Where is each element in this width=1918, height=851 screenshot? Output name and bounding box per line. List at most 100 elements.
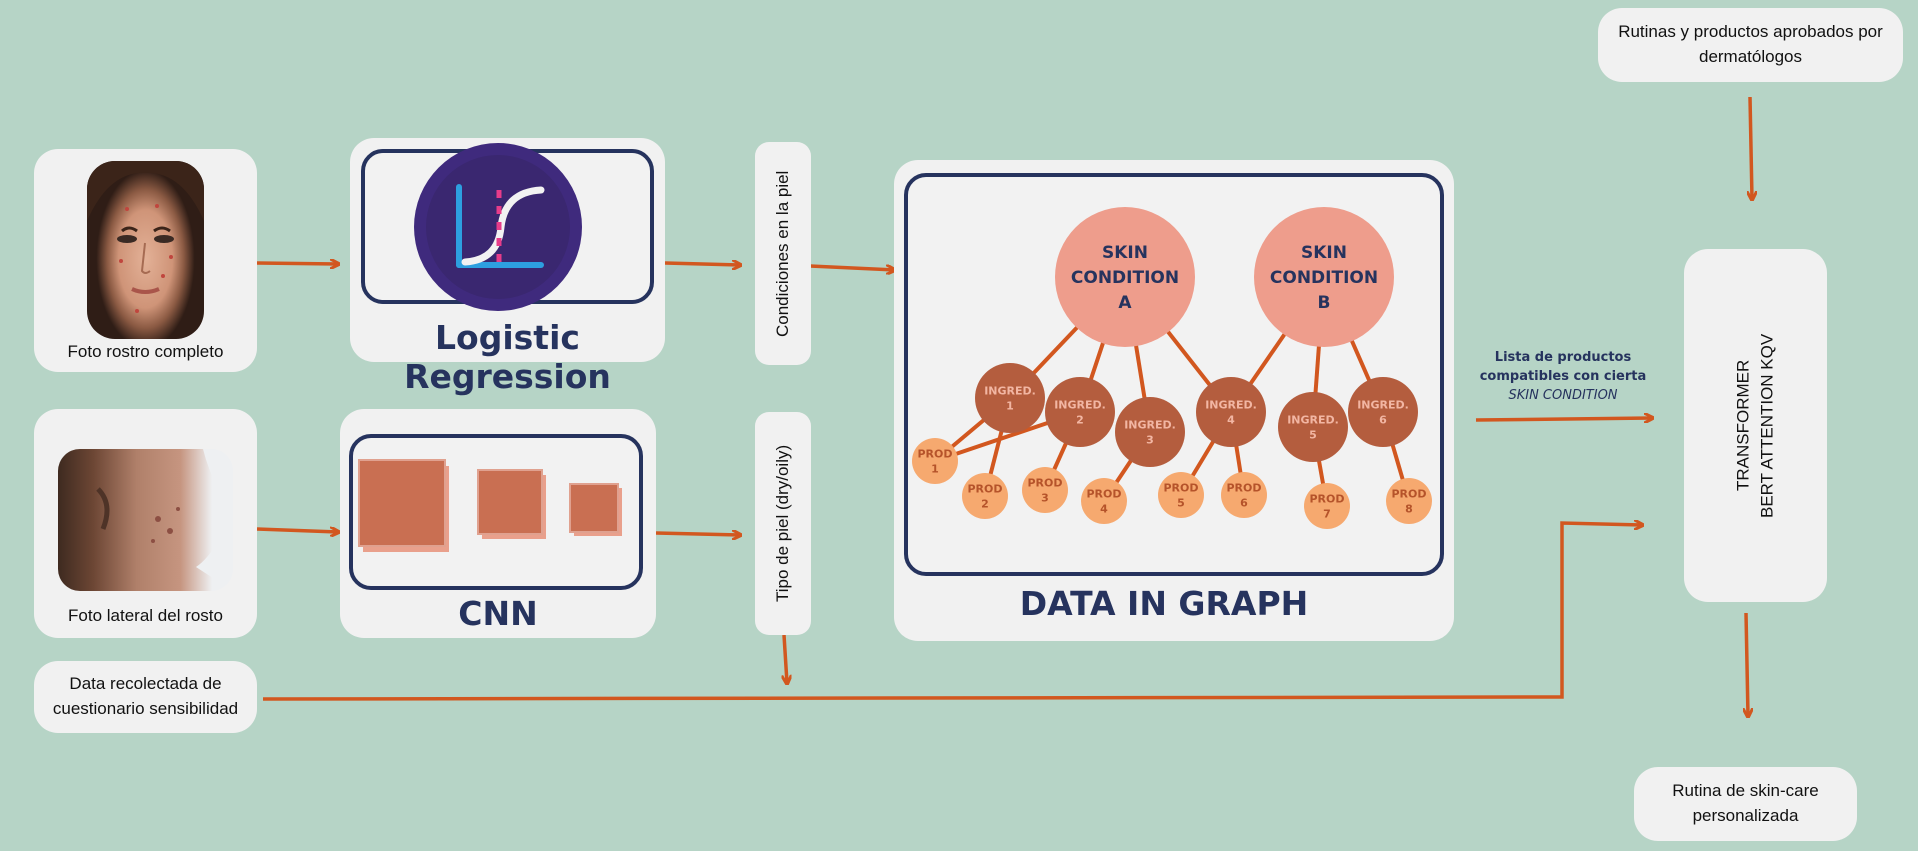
product-node: PROD 8 [1386, 478, 1432, 524]
ingredient-node-text: INGRED. [1205, 398, 1257, 411]
ingredient-node: INGRED. 1 [975, 363, 1045, 433]
product-node-text: 7 [1323, 507, 1331, 520]
transformer-line2: BERT ATTENTION KQV [1757, 333, 1777, 518]
ingredient-node-circle [1115, 397, 1185, 467]
ingredient-node-circle [1196, 377, 1266, 447]
ingredient-node-circle [1045, 377, 1115, 447]
compatible-list-line1: Lista de productos [1494, 350, 1632, 365]
skin-condition-node: SKIN CONDITION B [1254, 207, 1394, 347]
ingredient-node-text: 4 [1227, 413, 1235, 426]
product-node-text: PROD [1391, 487, 1426, 500]
arrow-transformer-to-result [1746, 612, 1748, 716]
questionnaire-card: Data recolectada de cuestionario sensibi… [34, 661, 257, 733]
skin-condition-node-text: B [1318, 293, 1331, 313]
product-node-text: 8 [1405, 502, 1413, 515]
product-node-text: PROD [1027, 476, 1062, 489]
transformer-label: TRANSFORMER BERT ATTENTION KQV [1684, 249, 1827, 602]
ingredient-node: INGRED.5 [1278, 392, 1348, 462]
ingredient-node-circle [1278, 392, 1348, 462]
side-photo-label: Foto lateral del rosto [68, 606, 223, 625]
logistic-curve-icon [414, 143, 582, 311]
ingredient-node: INGRED. 6 [1348, 377, 1418, 447]
approved-routines-label: Rutinas y productos aprobados por dermat… [1618, 22, 1883, 66]
front-face-features [87, 161, 204, 313]
arrow-questionnaire-to-transformer [262, 523, 1642, 701]
ingredient-node: INGRED. 2 [1045, 377, 1115, 447]
product-node-text: 4 [1100, 502, 1108, 515]
logistic-regression-title: Logistic Regression [404, 318, 611, 396]
ingredient-node: INGRED. 3 [1115, 397, 1185, 467]
arrow-front-photo-to-logreg [256, 263, 338, 264]
ingredient-node-text: INGRED. [1124, 418, 1176, 431]
product-node-text: 1 [931, 462, 939, 475]
product-node-circle [1304, 483, 1350, 529]
arrow-skin-type-down [784, 634, 787, 683]
product-node-circle [1386, 478, 1432, 524]
ingredient-node-text: INGRED. [1054, 398, 1106, 411]
arrow-side-photo-to-cnn [256, 529, 338, 532]
side-face-photo [58, 449, 233, 591]
skin-condition-node-text: SKIN [1301, 243, 1347, 263]
arrow-conditions-to-graph [809, 264, 894, 270]
ingredient-node: INGRED. 4 [1196, 377, 1266, 447]
questionnaire-label: Data recolectada de cuestionario sensibi… [52, 674, 239, 718]
skin-conditions-card: Condiciones en la piel [755, 142, 811, 365]
skin-condition-node-circle [1055, 207, 1195, 347]
cnn-layers-icon [358, 459, 622, 552]
front-photo-card: Foto rostro completo [34, 149, 257, 372]
product-node: PROD 5 [1158, 472, 1204, 518]
logistic-regression-card: Logistic Regression [350, 138, 665, 396]
product-node: PROD 7 [1304, 483, 1350, 529]
product-node-text: PROD [917, 447, 952, 460]
ingredient-node-text: INGRED. [984, 384, 1036, 397]
ingredient-node-text: 2 [1076, 413, 1084, 426]
arrow-cnn-to-skin-type [655, 533, 740, 535]
skin-type-card: Tipo de piel (dry/oily) [755, 412, 811, 635]
front-face-photo [87, 161, 204, 339]
product-node-text: PROD [1226, 481, 1261, 494]
ingredient-node-text: 5 [1309, 428, 1317, 441]
skin-condition-node-text: CONDITION [1071, 268, 1179, 288]
ingredient-node-circle [975, 363, 1045, 433]
side-face-features [96, 449, 233, 591]
product-node-circle [912, 438, 958, 484]
skin-conditions-label: Condiciones en la piel [773, 170, 792, 337]
cnn-card: CNN [340, 409, 656, 638]
product-node-circle [1081, 478, 1127, 524]
skin-condition-node-text: SKIN [1102, 243, 1148, 263]
ingredient-node-text: 6 [1379, 413, 1387, 426]
front-photo-label: Foto rostro completo [67, 342, 224, 361]
cnn-title: CNN [458, 594, 538, 633]
skin-type-label: Tipo de piel (dry/oily) [773, 444, 792, 603]
product-node-circle [1158, 472, 1204, 518]
compatible-list-line2: compatibles con cierta [1479, 369, 1647, 384]
compatible-list-line3: SKIN CONDITION [1508, 388, 1618, 403]
skin-condition-node-text: CONDITION [1270, 268, 1378, 288]
ingredient-node-text: INGRED. [1357, 398, 1409, 411]
approved-routines-card: Rutinas y productos aprobados por dermat… [1598, 8, 1903, 82]
product-node: PROD 4 [1081, 478, 1127, 524]
product-node: PROD 1 [912, 438, 958, 484]
product-node-text: PROD [967, 482, 1002, 495]
ingredient-node-text: 1 [1006, 399, 1014, 412]
ingredient-node-circle [1348, 377, 1418, 447]
product-node-text: PROD [1086, 487, 1121, 500]
arrow-approved-to-transformer [1750, 96, 1752, 199]
product-node-circle [1022, 467, 1068, 513]
result-card: Rutina de skin-care personalizada [1634, 767, 1857, 841]
compatible-list-text: Lista de productos compatibles con ciert… [1462, 348, 1664, 405]
product-node-text: PROD [1163, 481, 1198, 494]
arrow-logreg-to-conditions [664, 263, 740, 265]
transformer-card: TRANSFORMER BERT ATTENTION KQV [1684, 249, 1827, 602]
data-graph-title: DATA IN GRAPH [1019, 584, 1309, 623]
product-node-text: PROD [1309, 492, 1344, 505]
ingredient-node-text: 3 [1146, 433, 1154, 446]
product-node-text: 5 [1177, 496, 1185, 509]
product-node-circle [1221, 472, 1267, 518]
